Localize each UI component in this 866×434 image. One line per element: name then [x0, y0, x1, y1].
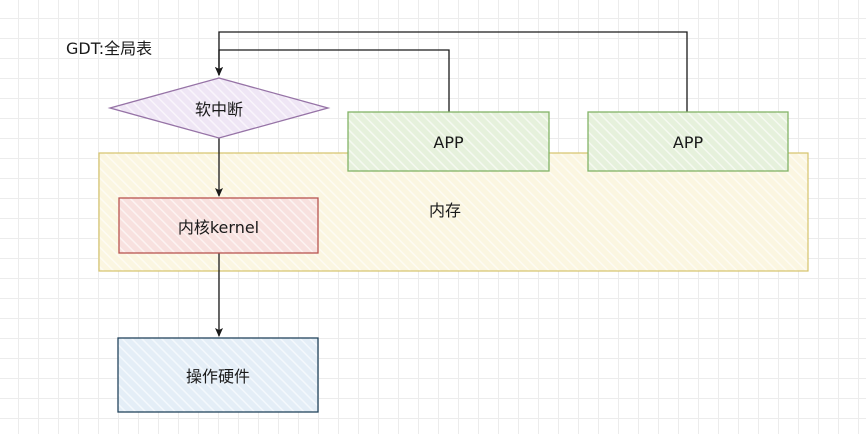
app-2-label: APP [672, 132, 704, 152]
kernel-label: 内核kernel [177, 218, 260, 237]
diagram-title: GDT:全局表 [66, 39, 153, 58]
hardware-node [117, 337, 319, 413]
soft-interrupt-label: 软中断 [194, 100, 243, 119]
kernel-node [118, 197, 319, 254]
soft-interrupt-node [107, 77, 331, 139]
app-1-label: APP [433, 132, 464, 152]
edge-app2-to-interrupt [215, 31, 688, 112]
edges [215, 31, 688, 337]
app-node-2 [587, 111, 789, 172]
hardware-label: 操作硬件 [185, 367, 250, 386]
memory-label: 内存 [428, 201, 461, 220]
app-node-1 [347, 111, 550, 172]
